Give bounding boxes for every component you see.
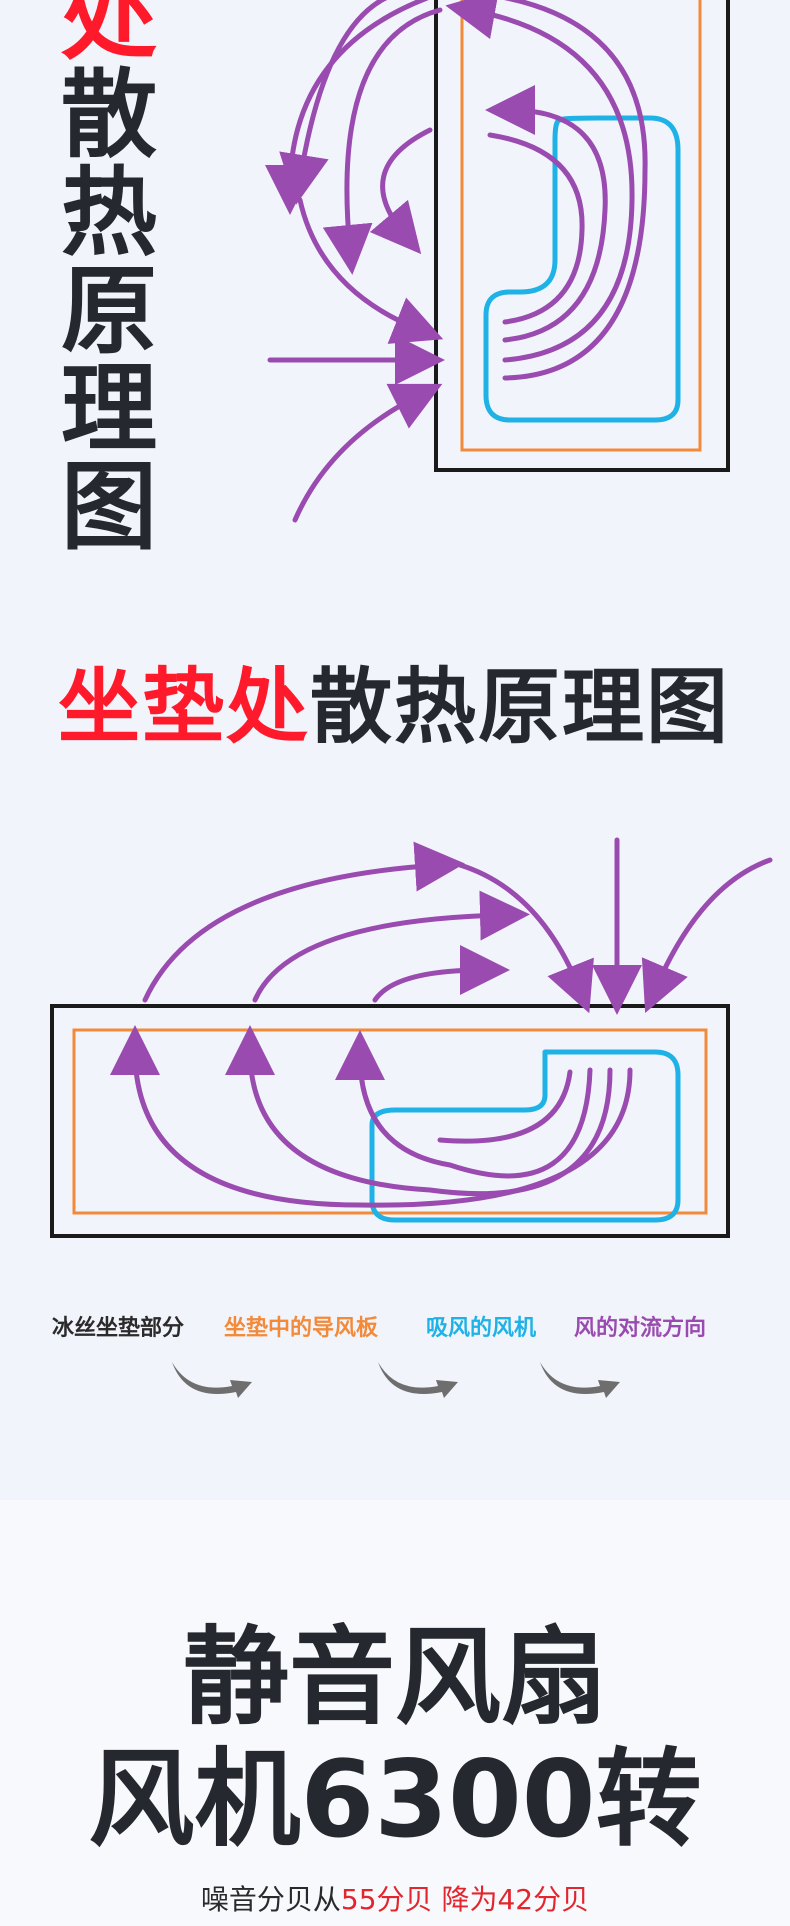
silent-fan-title: 静音风扇 [183,1616,607,1739]
backrest-diagram [265,0,730,523]
vertical-title-char-2: 散 [61,59,157,171]
vertical-title-char-1: 处 [61,0,157,73]
legend-seat-part: 冰丝坐垫部分 [52,1316,185,1341]
seat-air-guide-board [72,1028,708,1215]
noise-desc-values: 55分贝 降为42分贝 [340,1883,590,1916]
vertical-title: 处 散 热 原 理 图 [54,0,164,556]
legend-airflow: 风的对流方向 [574,1316,707,1341]
seat-airflow-arrows [110,837,773,1208]
noise-description: 噪音分贝从55分贝 降为42分贝 [0,1882,790,1918]
fan-speed-title: 风机6300转 [88,1738,702,1861]
legend-pointer-arrows [172,1362,620,1398]
legend-air-guide-board: 坐垫中的导风板 [224,1316,379,1341]
seat-title-dark: 散热原理图 [310,660,731,755]
seat-diagram-title: 坐垫处散热原理图 [58,658,748,758]
backrest-fan [483,115,681,423]
vertical-title-char-3: 热 [61,157,157,269]
curved-arrow-icon [378,1362,458,1398]
vertical-title-char-5: 理 [61,353,157,465]
curved-arrow-icon [172,1362,252,1398]
seat-diagram [50,837,773,1238]
seat-title-red: 坐垫处 [58,660,311,755]
seat-frame [50,1004,730,1238]
vertical-title-char-4: 原 [61,255,157,367]
noise-desc-prefix: 噪音分贝从 [200,1883,341,1916]
silent-fan-section: 静音风扇 风机6300转 噪音分贝从55分贝 降为42分贝 [0,1500,790,1926]
seat-fan [369,1049,681,1223]
curved-arrow-icon [540,1362,620,1398]
vertical-title-char-6: 图 [61,451,157,563]
legend-fan: 吸风的风机 [426,1316,537,1341]
backrest-frame [434,0,730,472]
backrest-air-guide-board [460,0,702,452]
backrest-airflow-arrows [265,0,648,523]
